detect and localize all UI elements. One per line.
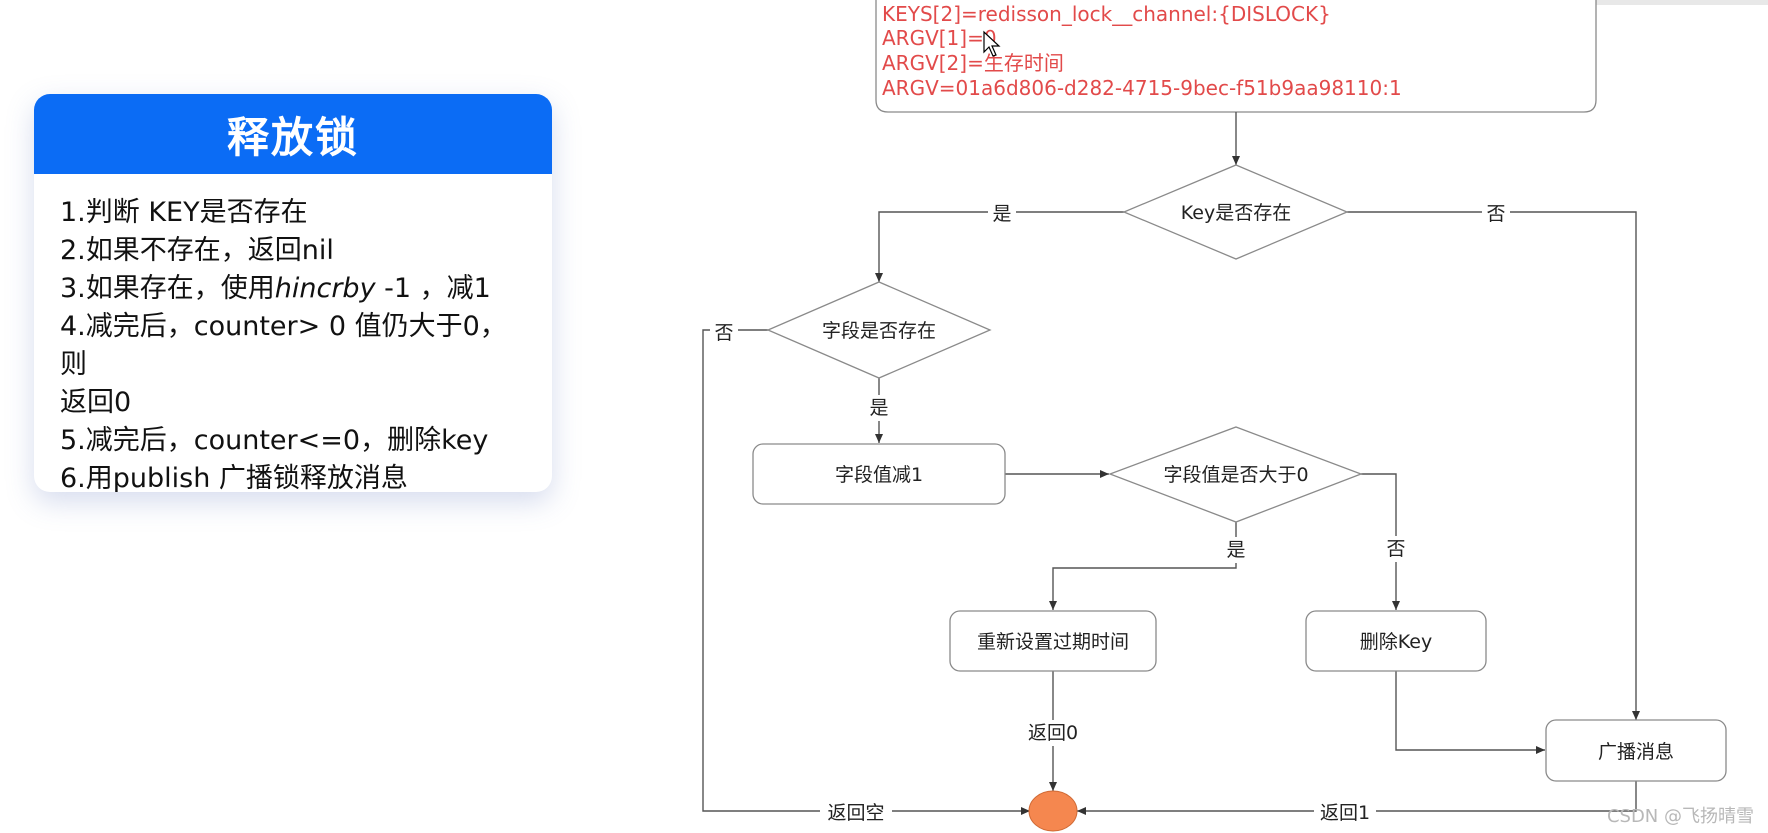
process-reset-expire-label: 重新设置过期时间 (977, 631, 1129, 653)
param-keys2: KEYS[2]=redisson_lock__channel:{DISLOCK} (882, 2, 1331, 26)
label-gt0-no: 否 (1386, 538, 1405, 560)
process-delete-key-label: 删除Key (1360, 631, 1432, 653)
steps-list: 1.判断 KEY是否存在 2.如果不存在，返回nil 3.如果存在，使用hinc… (34, 174, 552, 492)
process-broadcast-label: 广播消息 (1598, 741, 1674, 763)
label-key-yes: 是 (992, 203, 1011, 225)
edge-return1 (1077, 781, 1637, 815)
step-2: 2.如果不存在，返回nil (60, 235, 334, 266)
process-field-decrement (752, 443, 1006, 505)
param-argv2: ARGV[2]=生存时间 (882, 51, 1064, 75)
edge-key-yes (875, 211, 1124, 282)
step-3-text: 3.如果存在，使用 (60, 273, 275, 304)
label-return-empty: 返回空 (827, 802, 884, 824)
process-delete-key (1305, 610, 1487, 672)
step-3: 3.如果存在，使用hincrby -1 ，减1 (60, 270, 528, 308)
decision-field-exists (766, 281, 992, 379)
edge-delete-to-broadcast (1395, 671, 1545, 754)
edge-gt0-no (1361, 473, 1400, 610)
edge-key-no (1347, 211, 1640, 720)
label-field-yes: 是 (869, 397, 888, 419)
step-5: 5.减完后，counter<=0，删除key (60, 425, 489, 456)
step-3-tail: -1 ，减1 (375, 273, 491, 304)
step-4-continued: 返回0 (60, 387, 132, 418)
screenshare-strip (1462, 0, 1768, 5)
label-return1: 返回1 (1320, 802, 1370, 824)
label-key-no: 否 (1486, 203, 1505, 225)
process-reset-expire (949, 610, 1157, 672)
process-broadcast (1545, 719, 1727, 782)
step-6: 6.用publish 广播锁释放消息 (60, 463, 408, 492)
step-1: 1.判断 KEY是否存在 (60, 197, 308, 228)
watermark: CSDN @飞扬晴雪 (1607, 806, 1754, 827)
decision-key-exists (1122, 164, 1349, 260)
label-gt0-yes: 是 (1226, 539, 1245, 561)
param-argv: ARGV=01a6d806-d282-4715-9bec-f51b9aa9811… (882, 76, 1402, 100)
end-node (1028, 790, 1078, 832)
decision-field-exists-label: 字段是否存在 (822, 320, 936, 342)
label-return0: 返回0 (1028, 722, 1078, 744)
param-argv1: ARGV[1]=0 (882, 26, 997, 50)
release-lock-card: 释放锁 1.判断 KEY是否存在 2.如果不存在，返回nil 3.如果存在，使用… (34, 94, 552, 492)
edge-gt0-yes (1049, 522, 1237, 610)
process-field-decrement-label: 字段值减1 (835, 464, 923, 486)
cursor-icon (983, 30, 1001, 57)
label-field-no: 否 (714, 322, 733, 344)
step-3-command: hincrby (274, 273, 376, 304)
step-4: 4.减完后，counter> 0 值仍大于0，则 (60, 311, 507, 380)
decision-key-exists-label: Key是否存在 (1181, 202, 1291, 224)
decision-field-gt0-label: 字段值是否大于0 (1163, 464, 1308, 486)
decision-field-gt0 (1108, 426, 1363, 523)
card-title: 释放锁 (34, 94, 552, 174)
